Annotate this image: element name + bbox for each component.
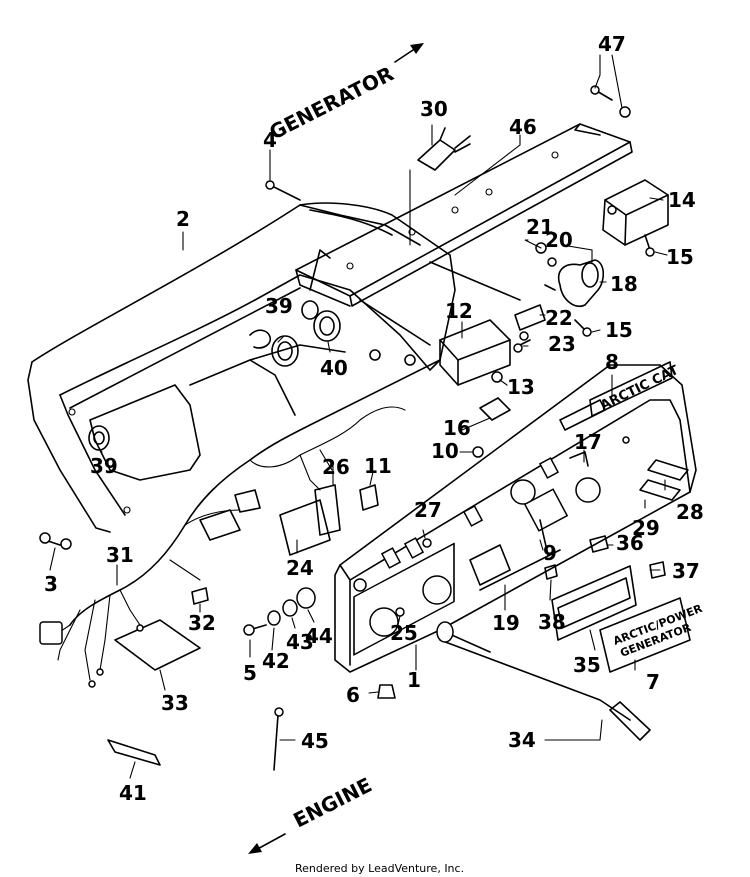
- part-label-15: 15: [666, 245, 694, 269]
- part-label-38: 38: [538, 610, 566, 634]
- part-label-30: 30: [420, 97, 448, 121]
- part-label-33: 33: [161, 691, 189, 715]
- part-label-11: 11: [364, 454, 392, 478]
- part-label-13: 13: [507, 375, 535, 399]
- part-label-39: 39: [265, 294, 293, 318]
- generator-direction-label: GENERATOR: [265, 61, 397, 144]
- part-label-2: 2: [176, 207, 190, 231]
- part-label-46: 46: [509, 115, 537, 139]
- part-label-35: 35: [573, 653, 601, 677]
- grommet-39-icon: [271, 335, 299, 367]
- grommet-40-icon: [313, 310, 341, 342]
- relay-18: [544, 259, 605, 307]
- part-label-19: 19: [492, 611, 520, 635]
- part-label-34: 34: [508, 728, 536, 752]
- part-callouts: 1 2 3 4 5 6 7 8 9 10 11 12 13 14 15 15 1…: [44, 32, 704, 805]
- part-label-16: 16: [443, 416, 471, 440]
- grommet-39-left-icon: [88, 425, 110, 451]
- switch-c-icon: [462, 505, 484, 527]
- part-label-37: 37: [672, 559, 700, 583]
- part-label-5: 5: [243, 661, 257, 685]
- part-label-42: 42: [262, 649, 290, 673]
- leader-lines: [49, 54, 668, 779]
- switch-b-icon: [403, 537, 425, 559]
- part-label-25: 25: [390, 621, 418, 645]
- meter-9-icon: [523, 488, 569, 532]
- part-label-41: 41: [119, 781, 147, 805]
- part-label-1: 1: [407, 668, 421, 692]
- instrument-plate-7: ARCTIC/POWER GENERATOR: [599, 597, 705, 673]
- part-label-22: 22: [545, 306, 573, 330]
- engine-direction-label: ENGINE: [289, 773, 375, 833]
- render-credit: Rendered by LeadVenture, Inc.: [295, 862, 464, 875]
- mounting-bracket-drawing: [295, 123, 633, 346]
- part-label-31: 31: [106, 543, 134, 567]
- generator-direction: GENERATOR: [265, 43, 424, 144]
- part-label-26: 26: [322, 455, 350, 479]
- part-label-6: 6: [346, 683, 360, 707]
- housing-drawing: [27, 202, 456, 533]
- part-label-27: 27: [414, 498, 442, 522]
- part-label-47: 47: [598, 32, 626, 56]
- part-label-23: 23: [548, 332, 576, 356]
- engine-arrowhead-icon: [248, 843, 262, 854]
- part-label-15b: 15: [605, 318, 633, 342]
- part-label-17: 17: [574, 430, 602, 454]
- part-label-39-left: 39: [90, 454, 118, 478]
- part-label-20: 20: [545, 228, 573, 252]
- regulator-14: [602, 179, 669, 246]
- part-label-8: 8: [605, 350, 619, 374]
- part-label-45: 45: [301, 729, 329, 753]
- part-label-36: 36: [616, 531, 644, 555]
- cover-plate-35: [551, 565, 637, 641]
- part-label-4: 4: [263, 128, 277, 152]
- gauge-right-icon: [422, 575, 452, 605]
- generator-arrowhead-icon: [410, 43, 424, 54]
- part-label-21: 21: [526, 215, 554, 239]
- gauge-left-icon: [369, 607, 399, 637]
- module-12: [439, 319, 511, 386]
- part-label-40: 40: [320, 356, 348, 380]
- part-label-10: 10: [431, 439, 459, 463]
- panel-knob-right-icon: [575, 477, 601, 503]
- part-label-43: 43: [286, 630, 314, 654]
- wiring-harness-31: [39, 359, 441, 688]
- switch-a-icon: [380, 547, 402, 569]
- panel-knob-icon: [510, 479, 536, 505]
- plug-30: [417, 127, 471, 171]
- part-label-7: 7: [646, 670, 660, 694]
- harness-connector-icon: [39, 621, 63, 645]
- part-label-12: 12: [445, 299, 473, 323]
- part-label-9: 9: [543, 541, 557, 565]
- hardware-drawings: [39, 85, 689, 771]
- part-label-24: 24: [286, 556, 314, 580]
- part-label-3: 3: [44, 572, 58, 596]
- part-label-28: 28: [676, 500, 704, 524]
- part-label-44: 44: [305, 624, 333, 648]
- engine-direction: ENGINE: [248, 773, 376, 854]
- part-label-32: 32: [188, 611, 216, 635]
- part-label-29: 29: [632, 516, 660, 540]
- part-label-14: 14: [668, 188, 696, 212]
- part-label-18: 18: [610, 272, 638, 296]
- switch-d-icon: [538, 457, 560, 479]
